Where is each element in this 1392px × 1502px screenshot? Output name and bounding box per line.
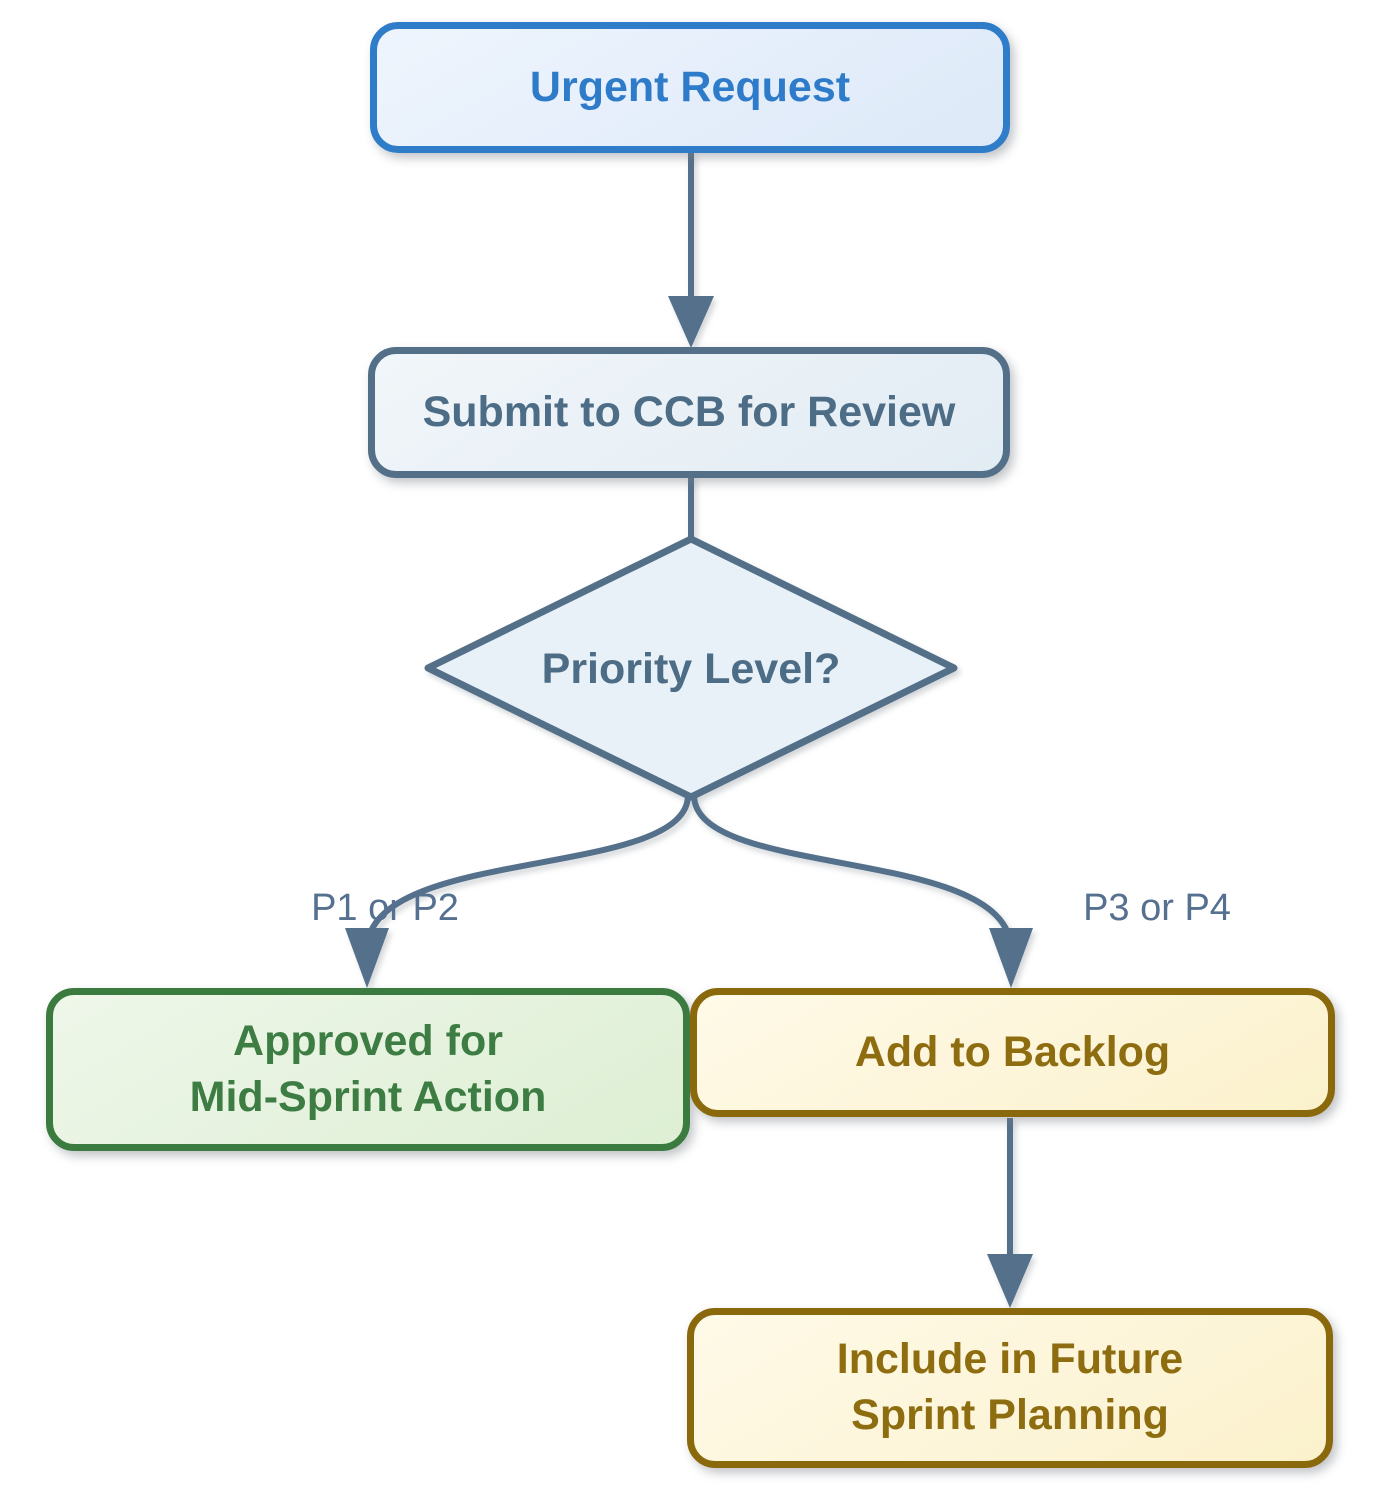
edge-label-p1-or-p2: P1 or P2 [295,885,475,931]
node-priority-level-label: Priority Level? [541,644,841,693]
node-approved-mid-sprint-label: Approved for Mid-Sprint Action [190,1014,547,1126]
arrowhead-priority-to-approved [345,928,389,988]
edge-label-p3-or-p4-text: P3 or P4 [1083,886,1231,929]
node-approved-mid-sprint: Approved for Mid-Sprint Action [46,988,690,1151]
arrowhead-priority-to-backlog [989,928,1033,988]
node-approved-line-2: Mid-Sprint Action [189,1072,547,1121]
edge-priority-to-backlog [691,792,1014,953]
edge-label-p1-or-p2-text: P1 or P2 [311,886,459,929]
node-priority-level: Priority Level? [441,638,941,700]
node-add-to-backlog-label: Add to Backlog [854,1027,1171,1076]
node-urgent-request-label: Urgent Request [529,62,851,111]
arrowhead-urgent-to-ccb [668,296,714,348]
arrowhead-backlog-to-sprint [987,1254,1033,1308]
node-sprint-line-2: Sprint Planning [851,1391,1169,1439]
node-urgent-request: Urgent Request [370,22,1010,153]
node-future-sprint-planning: Include in Future Sprint Planning [687,1308,1333,1468]
node-submit-ccb-label: Submit to CCB for Review [422,387,956,436]
node-sprint-line-1: Include in Future [836,1335,1184,1384]
node-submit-ccb: Submit to CCB for Review [368,347,1010,478]
node-add-to-backlog: Add to Backlog [690,988,1335,1117]
node-approved-line-1: Approved for [233,1016,503,1065]
edge-label-p3-or-p4: P3 or P4 [1067,885,1247,931]
priority-diamond-shape [424,535,958,801]
edge-priority-to-approved [364,792,691,953]
node-future-sprint-planning-label: Include in Future Sprint Planning [837,1332,1183,1444]
